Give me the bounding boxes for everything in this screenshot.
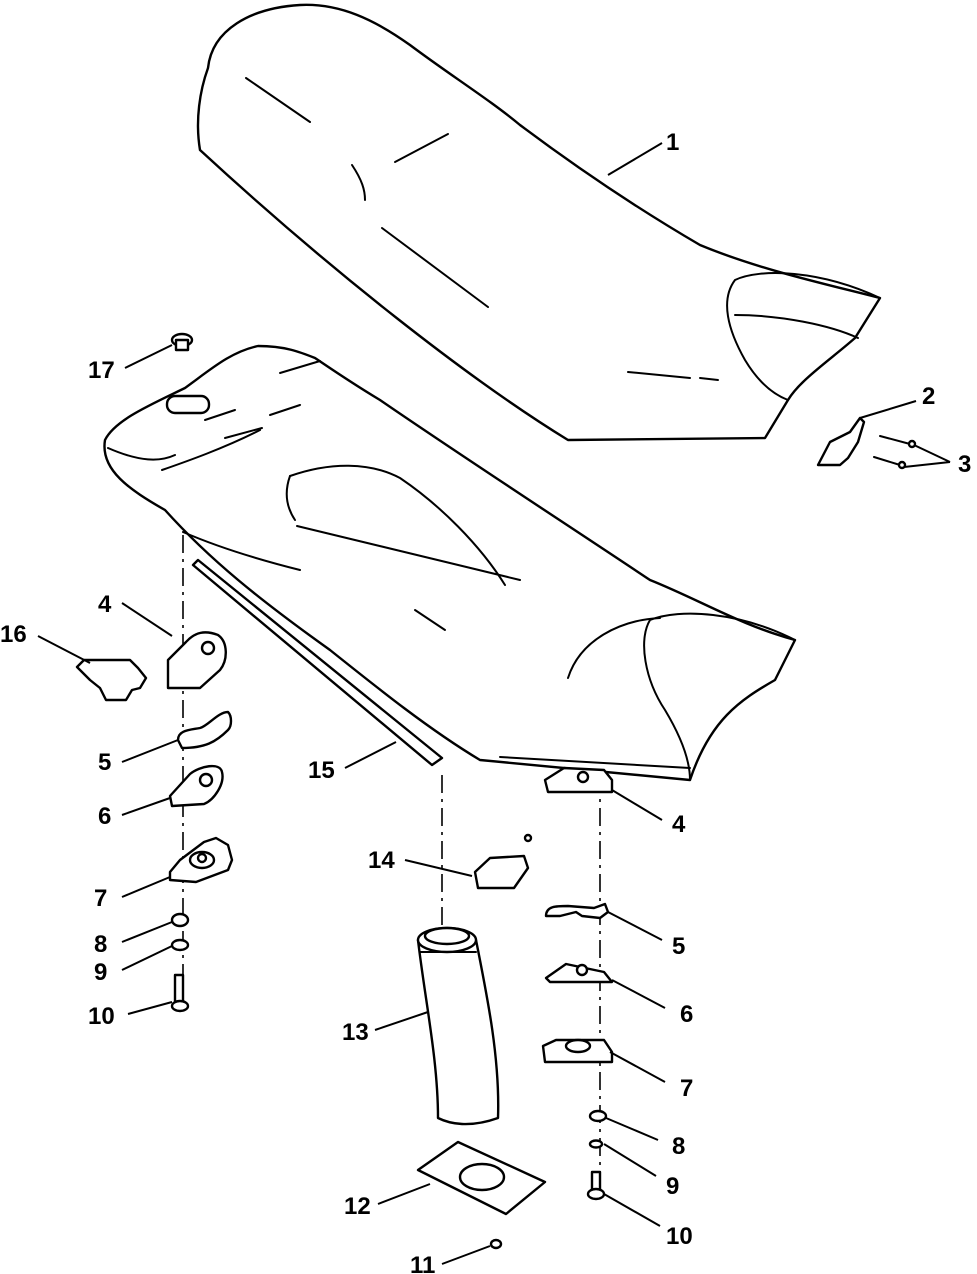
left-hardware-stack — [75, 535, 234, 1013]
leader-lines — [37, 142, 951, 1265]
callout-9-left: 9 — [94, 959, 107, 986]
rivet — [170, 332, 194, 352]
callout-14: 14 — [368, 847, 395, 874]
fill-tube-assembly — [416, 775, 547, 1250]
callout-7-right: 7 — [680, 1075, 693, 1102]
callout-6-left: 6 — [98, 803, 111, 830]
callout-4-right: 4 — [672, 811, 686, 838]
callout-11: 11 — [410, 1252, 435, 1274]
callout-7-left: 7 — [94, 885, 107, 912]
seat-cover — [196, 3, 882, 442]
callout-8-left: 8 — [94, 931, 107, 958]
callout-2: 2 — [922, 383, 935, 410]
callout-16: 16 — [0, 621, 27, 648]
callout-5-left: 5 — [98, 749, 111, 776]
callout-4-left: 4 — [98, 591, 112, 618]
seat-base — [103, 344, 797, 782]
callout-10-right: 10 — [666, 1223, 693, 1250]
callout-13: 13 — [342, 1019, 369, 1046]
strap-rod — [191, 558, 444, 767]
callout-9-right: 9 — [666, 1173, 679, 1200]
screws — [873, 435, 917, 470]
callout-6-right: 6 — [680, 1001, 693, 1028]
callout-8-right: 8 — [672, 1133, 685, 1160]
side-bracket — [816, 416, 866, 467]
callout-3: 3 — [958, 451, 971, 478]
callout-10-left: 10 — [88, 1003, 115, 1030]
callout-17: 17 — [88, 357, 115, 384]
callout-15: 15 — [308, 757, 335, 784]
callout-1: 1 — [666, 129, 679, 156]
callout-5-right: 5 — [672, 933, 685, 960]
callout-labels: 1 2 3 4 4 5 5 6 6 7 7 8 8 9 9 10 10 11 1… — [0, 129, 971, 1274]
right-hardware-stack — [541, 766, 614, 1201]
callout-12: 12 — [344, 1193, 371, 1220]
